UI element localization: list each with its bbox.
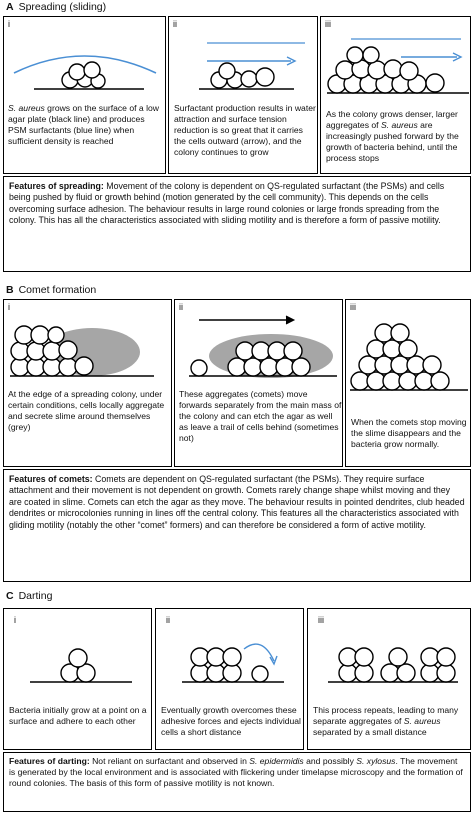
panel-a-ii: ii Surfactant production results in wate… [168, 16, 318, 174]
panel-number: ii [179, 302, 183, 312]
caption-text: As the colony grows denser, larger aggre… [326, 109, 458, 130]
arrow-head-icon [269, 655, 278, 666]
section-title-text: Comet formation [18, 284, 97, 296]
section-title-text: Spreading (sliding) [18, 1, 107, 13]
panel-c-iii: iii This process repeats, leading to man… [307, 608, 471, 750]
panel-caption: Eventually growth overcomes these adhesi… [161, 705, 301, 737]
panel-b-i: i At the edge of a spreading colony, und… [3, 299, 172, 467]
panel-caption: At the edge of a spreading colony, under… [8, 389, 165, 432]
cell-cluster [60, 648, 96, 683]
diagram-c-ii [182, 643, 284, 683]
caption-text: grows on the surface of a low agar plate… [8, 103, 159, 146]
diagram-b-ii [189, 315, 337, 378]
diagram-c-iii [328, 647, 458, 683]
diagram-a-i [13, 55, 157, 90]
species-name: S. aureus [380, 119, 418, 130]
features-label: Features of spreading: [9, 181, 104, 191]
panel-number: i [8, 19, 10, 29]
panel-number: iii [318, 615, 324, 625]
panel-number: i [8, 302, 10, 312]
section-a-title: A Spreading (sliding) [6, 1, 106, 13]
bacterium [83, 61, 101, 79]
section-b-title: B Comet formation [6, 284, 96, 296]
cell-cluster [190, 647, 269, 683]
panel-a-i: i S. aureus grows on the surface of a lo… [3, 16, 166, 174]
features-text: Comets are dependent on QS-regulated sur… [9, 474, 465, 530]
panel-a-iii: iii As the colony grows denser, larger a… [320, 16, 471, 174]
arrow-head-icon [452, 52, 463, 62]
cell-cluster [327, 46, 445, 94]
diagram-b-iii [350, 323, 468, 391]
panel-number: i [14, 615, 16, 625]
caption-text: This process repeats, leading to many se… [313, 705, 459, 726]
section-title-text: Darting [18, 590, 53, 602]
bacterium [68, 63, 86, 81]
ejection-arrow [243, 643, 275, 662]
diagram-c-i [30, 648, 132, 683]
arrow-head-icon [286, 56, 297, 66]
section-letter: A [6, 1, 14, 13]
diagram-a-iii [327, 38, 469, 94]
features-spreading: Features of spreading: Movement of the c… [3, 176, 471, 272]
cell-cluster [10, 325, 94, 377]
surfactant-line [13, 55, 157, 74]
features-text: Not reliant on surfactant and observed i… [89, 756, 250, 766]
diagram-b-i [10, 325, 154, 377]
species-name: S. aureus [403, 715, 441, 726]
bacterium [240, 70, 258, 88]
panel-number: ii [173, 19, 177, 29]
panel-b-ii: ii These aggregates (comets) move forwar… [174, 299, 343, 467]
features-comets: Features of comets: Comets are dependent… [3, 469, 471, 582]
bacterium [218, 62, 236, 80]
features-label: Features of comets: [9, 474, 93, 484]
features-darting: Features of darting: Not reliant on surf… [3, 752, 471, 812]
caption-text: separated by a small distance [313, 726, 427, 737]
cell-cluster [190, 341, 311, 377]
species-name: S. aureus [8, 103, 45, 113]
panel-caption: Surfactant production results in water a… [174, 103, 316, 157]
arrow-head-icon [285, 315, 296, 325]
section-letter: C [6, 590, 14, 602]
features-text: . The movement is generated by the local… [9, 756, 463, 788]
panel-caption: These aggregates (comets) move forwards … [179, 389, 342, 443]
panel-number: iii [325, 19, 331, 29]
species-name: S. epidermidis [249, 756, 304, 766]
section-letter: B [6, 284, 14, 296]
bacterium [255, 67, 275, 87]
panel-c-i: i Bacteria initially grow at a point on … [3, 608, 152, 750]
panel-b-iii: iii When the comets stop moving the slim… [345, 299, 471, 467]
section-c-title: C Darting [6, 590, 52, 602]
diagram-a-ii [199, 42, 305, 90]
panel-caption: As the colony grows denser, larger aggre… [326, 109, 470, 164]
panel-number: iii [350, 302, 356, 312]
panel-c-ii: ii Eventually growth overcomes these adh… [155, 608, 304, 750]
features-text: Movement of the colony is dependent on Q… [9, 181, 445, 226]
panel-caption: When the comets stop moving the slime di… [351, 417, 467, 449]
features-label: Features of darting: [9, 756, 90, 766]
panel-caption: S. aureus grows on the surface of a low … [8, 103, 165, 147]
features-text: and possibly [303, 756, 357, 766]
panel-caption: This process repeats, leading to many se… [313, 705, 470, 738]
panel-caption: Bacteria initially grow at a point on a … [9, 705, 147, 726]
caption-text: are increasingly pushed forward by the g… [326, 119, 459, 163]
species-name: S. xylosus [356, 756, 396, 766]
cell-cluster [338, 647, 456, 683]
panel-number: ii [166, 615, 170, 625]
cell-cluster [350, 323, 450, 391]
